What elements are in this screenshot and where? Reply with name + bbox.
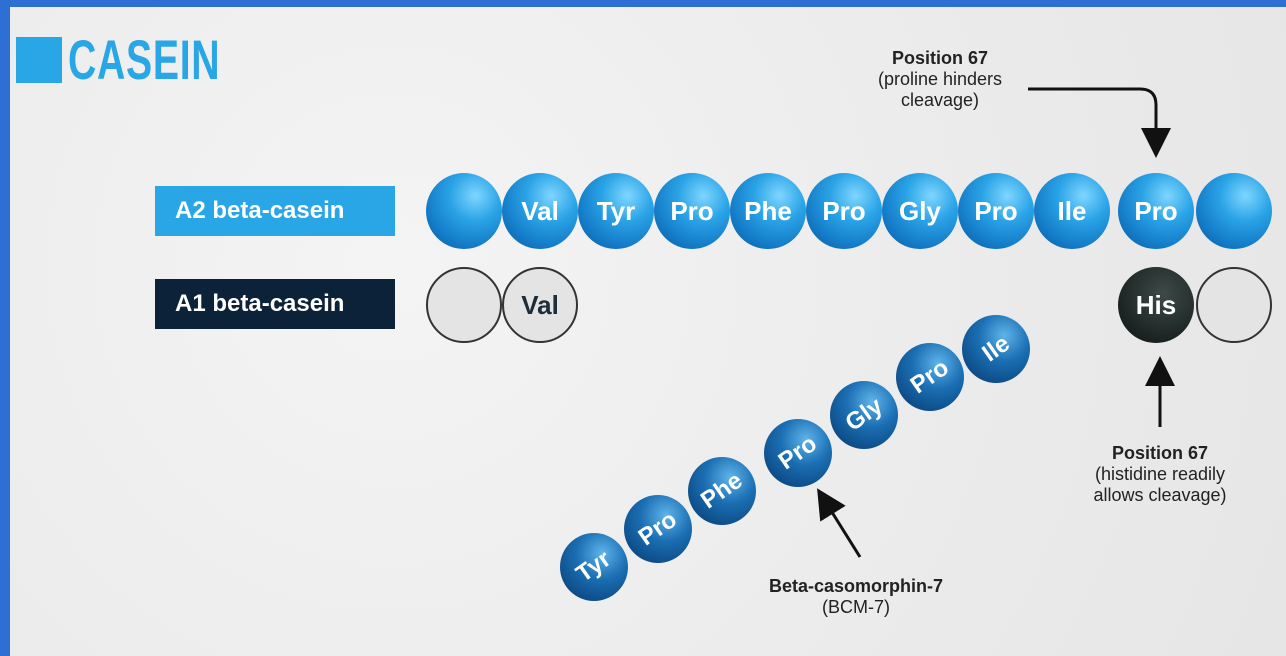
note-position-67-histidine: Position 67 (histidine readily allows cl… bbox=[1060, 443, 1260, 506]
label-a2-beta-casein: A2 beta-casein bbox=[155, 186, 395, 236]
bcm7-residue: Pro bbox=[764, 419, 832, 487]
bcm7-residue: Phe bbox=[688, 457, 756, 525]
a1-residue bbox=[426, 267, 502, 343]
label-a1-beta-casein: A1 beta-casein bbox=[155, 279, 395, 329]
bcm7-residue: Pro bbox=[624, 495, 692, 563]
note-bcm7: Beta-casomorphin-7 (BCM-7) bbox=[736, 576, 976, 618]
diagram-canvas: CASEIN A2 beta-casein A1 beta-casein Val… bbox=[10, 7, 1286, 656]
note-line: cleavage) bbox=[900, 90, 980, 110]
note-heading: Position 67 bbox=[891, 48, 989, 68]
title-text: CASEIN bbox=[68, 28, 221, 91]
a2-residue: Pro bbox=[806, 173, 882, 249]
a2-residue: Val bbox=[502, 173, 578, 249]
note-line: (proline hinders bbox=[877, 69, 1003, 89]
a2-residue: Tyr bbox=[578, 173, 654, 249]
a2-residue: Pro bbox=[958, 173, 1034, 249]
a1-residue: Val bbox=[502, 267, 578, 343]
arrow-to-bcm7 bbox=[817, 488, 862, 558]
note-position-67-proline: Position 67 (proline hinders cleavage) bbox=[830, 48, 1050, 111]
a2-residue: Pro bbox=[654, 173, 730, 249]
note-heading: Beta-casomorphin-7 bbox=[768, 576, 944, 596]
note-heading: Position 67 bbox=[1111, 443, 1209, 463]
a2-residue bbox=[1196, 173, 1272, 249]
bcm7-residue: Tyr bbox=[560, 533, 628, 601]
note-line: allows cleavage) bbox=[1093, 485, 1227, 505]
a2-residue bbox=[426, 173, 502, 249]
a1-residue bbox=[1196, 267, 1272, 343]
a2-residue: Phe bbox=[730, 173, 806, 249]
title-square-icon bbox=[16, 37, 62, 83]
a1-residue-histidine: His bbox=[1118, 267, 1194, 343]
a2-residue: Gly bbox=[882, 173, 958, 249]
bcm7-residue: Gly bbox=[830, 381, 898, 449]
a2-residue: Ile bbox=[1034, 173, 1110, 249]
note-line: (histidine readily bbox=[1094, 464, 1226, 484]
bcm7-residue: Ile bbox=[962, 315, 1030, 383]
bcm7-residue: Pro bbox=[896, 343, 964, 411]
note-line: (BCM-7) bbox=[822, 597, 890, 617]
a2-residue-position-67: Pro bbox=[1118, 173, 1194, 249]
